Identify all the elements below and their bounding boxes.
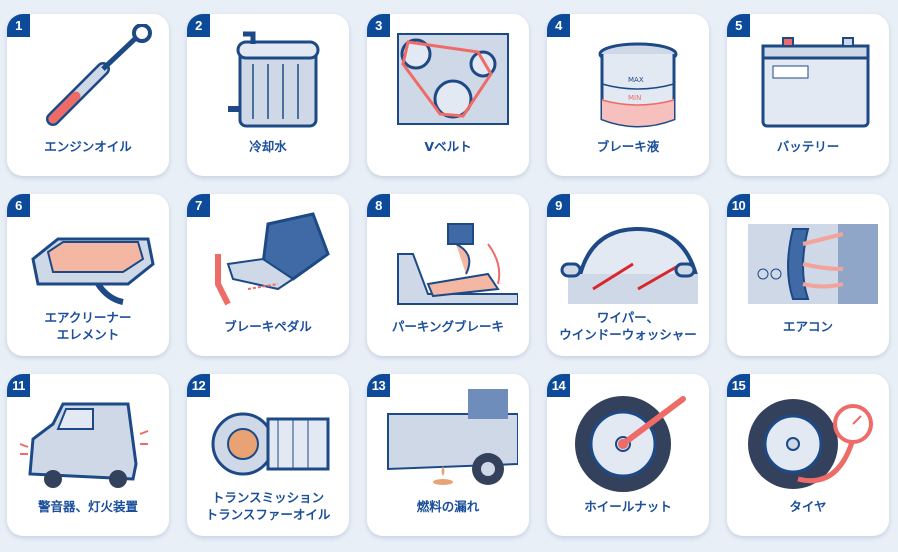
parking-brake-icon [397, 223, 518, 305]
item-label-line1: ブレーキ液 [596, 138, 660, 154]
item-number-badge: 11 [7, 374, 30, 397]
item-label: バッテリー [727, 126, 889, 166]
item-label: 警音器、灯火装置 [7, 486, 169, 526]
item-card-1[interactable]: 1 エンジンオイル [7, 14, 169, 176]
wheel-nut-icon [575, 396, 686, 492]
item-card-14[interactable]: 14 ホイールナット [547, 374, 709, 536]
radiator-icon [228, 31, 320, 128]
air-conditioner-icon [748, 224, 878, 304]
item-card-12[interactable]: 12 トランスミッショントランスファーオイル [187, 374, 349, 536]
svg-text:MAX: MAX [628, 76, 644, 84]
item-number-badge: 6 [7, 194, 30, 217]
item-label: タイヤ [727, 486, 889, 526]
transmission-icon [211, 412, 330, 476]
fuel-leak-icon [387, 389, 518, 485]
item-label: トランスミッショントランスファーオイル [187, 486, 349, 526]
item-label-line1: ブレーキペダル [224, 318, 312, 334]
item-number-badge: 5 [727, 14, 750, 37]
item-card-7[interactable]: 7 ブレーキペダル [187, 194, 349, 356]
item-card-10[interactable]: 10 エアコン [727, 194, 889, 356]
item-number-badge: 12 [187, 374, 210, 397]
item-label: ブレーキ液 [547, 126, 709, 166]
item-card-9[interactable]: 9 ワイパー、ウインドーウォッシャー [547, 194, 709, 356]
item-number-badge: 14 [547, 374, 570, 397]
item-label-line1: 警音器、灯火装置 [37, 498, 138, 514]
item-number-badge: 4 [547, 14, 570, 37]
item-number-badge: 7 [187, 194, 210, 217]
item-number-badge: 15 [727, 374, 750, 397]
item-label-line1: エアコン [782, 318, 833, 334]
item-label-line1: バッテリー [776, 138, 840, 154]
item-card-2[interactable]: 2 冷却水 [187, 14, 349, 176]
item-card-3[interactable]: 3 Vベルト [367, 14, 529, 176]
brake-pedal-icon [215, 212, 330, 306]
item-number-badge: 13 [367, 374, 390, 397]
item-label-line1: 燃料の漏れ [416, 498, 480, 514]
item-label-line1: エアクリーナー [44, 310, 132, 325]
item-card-13[interactable]: 13 燃料の漏れ [367, 374, 529, 536]
car-lights-icon [19, 402, 149, 488]
item-number-badge: 1 [7, 14, 30, 37]
item-number-badge: 9 [547, 194, 570, 217]
item-number-badge: 2 [187, 14, 210, 37]
item-label-line1: パーキングブレーキ [391, 318, 505, 334]
v-belt-icon [397, 33, 509, 125]
brake-fluid-reservoir-icon: MAX MIN [598, 42, 678, 128]
item-label-line1: タイヤ [789, 498, 827, 514]
item-label-line1: エンジンオイル [44, 138, 132, 154]
item-label: Vベルト [367, 126, 529, 166]
item-label-line1: Vベルト [424, 138, 472, 154]
air-filter-icon [31, 237, 155, 305]
item-label-line2: ウインドーウォッシャー [559, 327, 697, 342]
item-number-badge: 3 [367, 14, 390, 37]
item-card-4[interactable]: 4 MAX MIN ブレーキ液 [547, 14, 709, 176]
item-label: 燃料の漏れ [367, 486, 529, 526]
item-label-line2: エレメント [56, 327, 120, 342]
battery-icon [761, 37, 870, 128]
item-label-line1: ワイパー、 [596, 310, 660, 325]
item-card-11[interactable]: 11 警音器、灯火装置 [7, 374, 169, 536]
item-label: エアクリーナーエレメント [7, 306, 169, 346]
dipstick-icon [46, 24, 152, 126]
item-number-badge: 8 [367, 194, 390, 217]
item-card-5[interactable]: 5 バッテリー [727, 14, 889, 176]
item-card-8[interactable]: 8 パーキングブレーキ [367, 194, 529, 356]
item-card-15[interactable]: 15 タイヤ [727, 374, 889, 536]
item-label-line1: ホイールナット [584, 498, 672, 514]
item-label: エアコン [727, 306, 889, 346]
tire-gauge-icon [748, 399, 873, 489]
wiper-icon [560, 226, 698, 304]
item-label: ブレーキペダル [187, 306, 349, 346]
item-number-badge: 10 [727, 194, 750, 217]
item-label: ホイールナット [547, 486, 709, 526]
item-label: ワイパー、ウインドーウォッシャー [547, 306, 709, 346]
item-label: エンジンオイル [7, 126, 169, 166]
item-label: パーキングブレーキ [367, 306, 529, 346]
item-label-line1: 冷却水 [249, 138, 287, 154]
item-label: 冷却水 [187, 126, 349, 166]
item-label-line2: トランスファーオイル [205, 507, 331, 522]
item-label-line1: トランスミッション [211, 490, 325, 505]
svg-text:MIN: MIN [628, 94, 641, 102]
item-card-6[interactable]: 6 エアクリーナーエレメント [7, 194, 169, 356]
